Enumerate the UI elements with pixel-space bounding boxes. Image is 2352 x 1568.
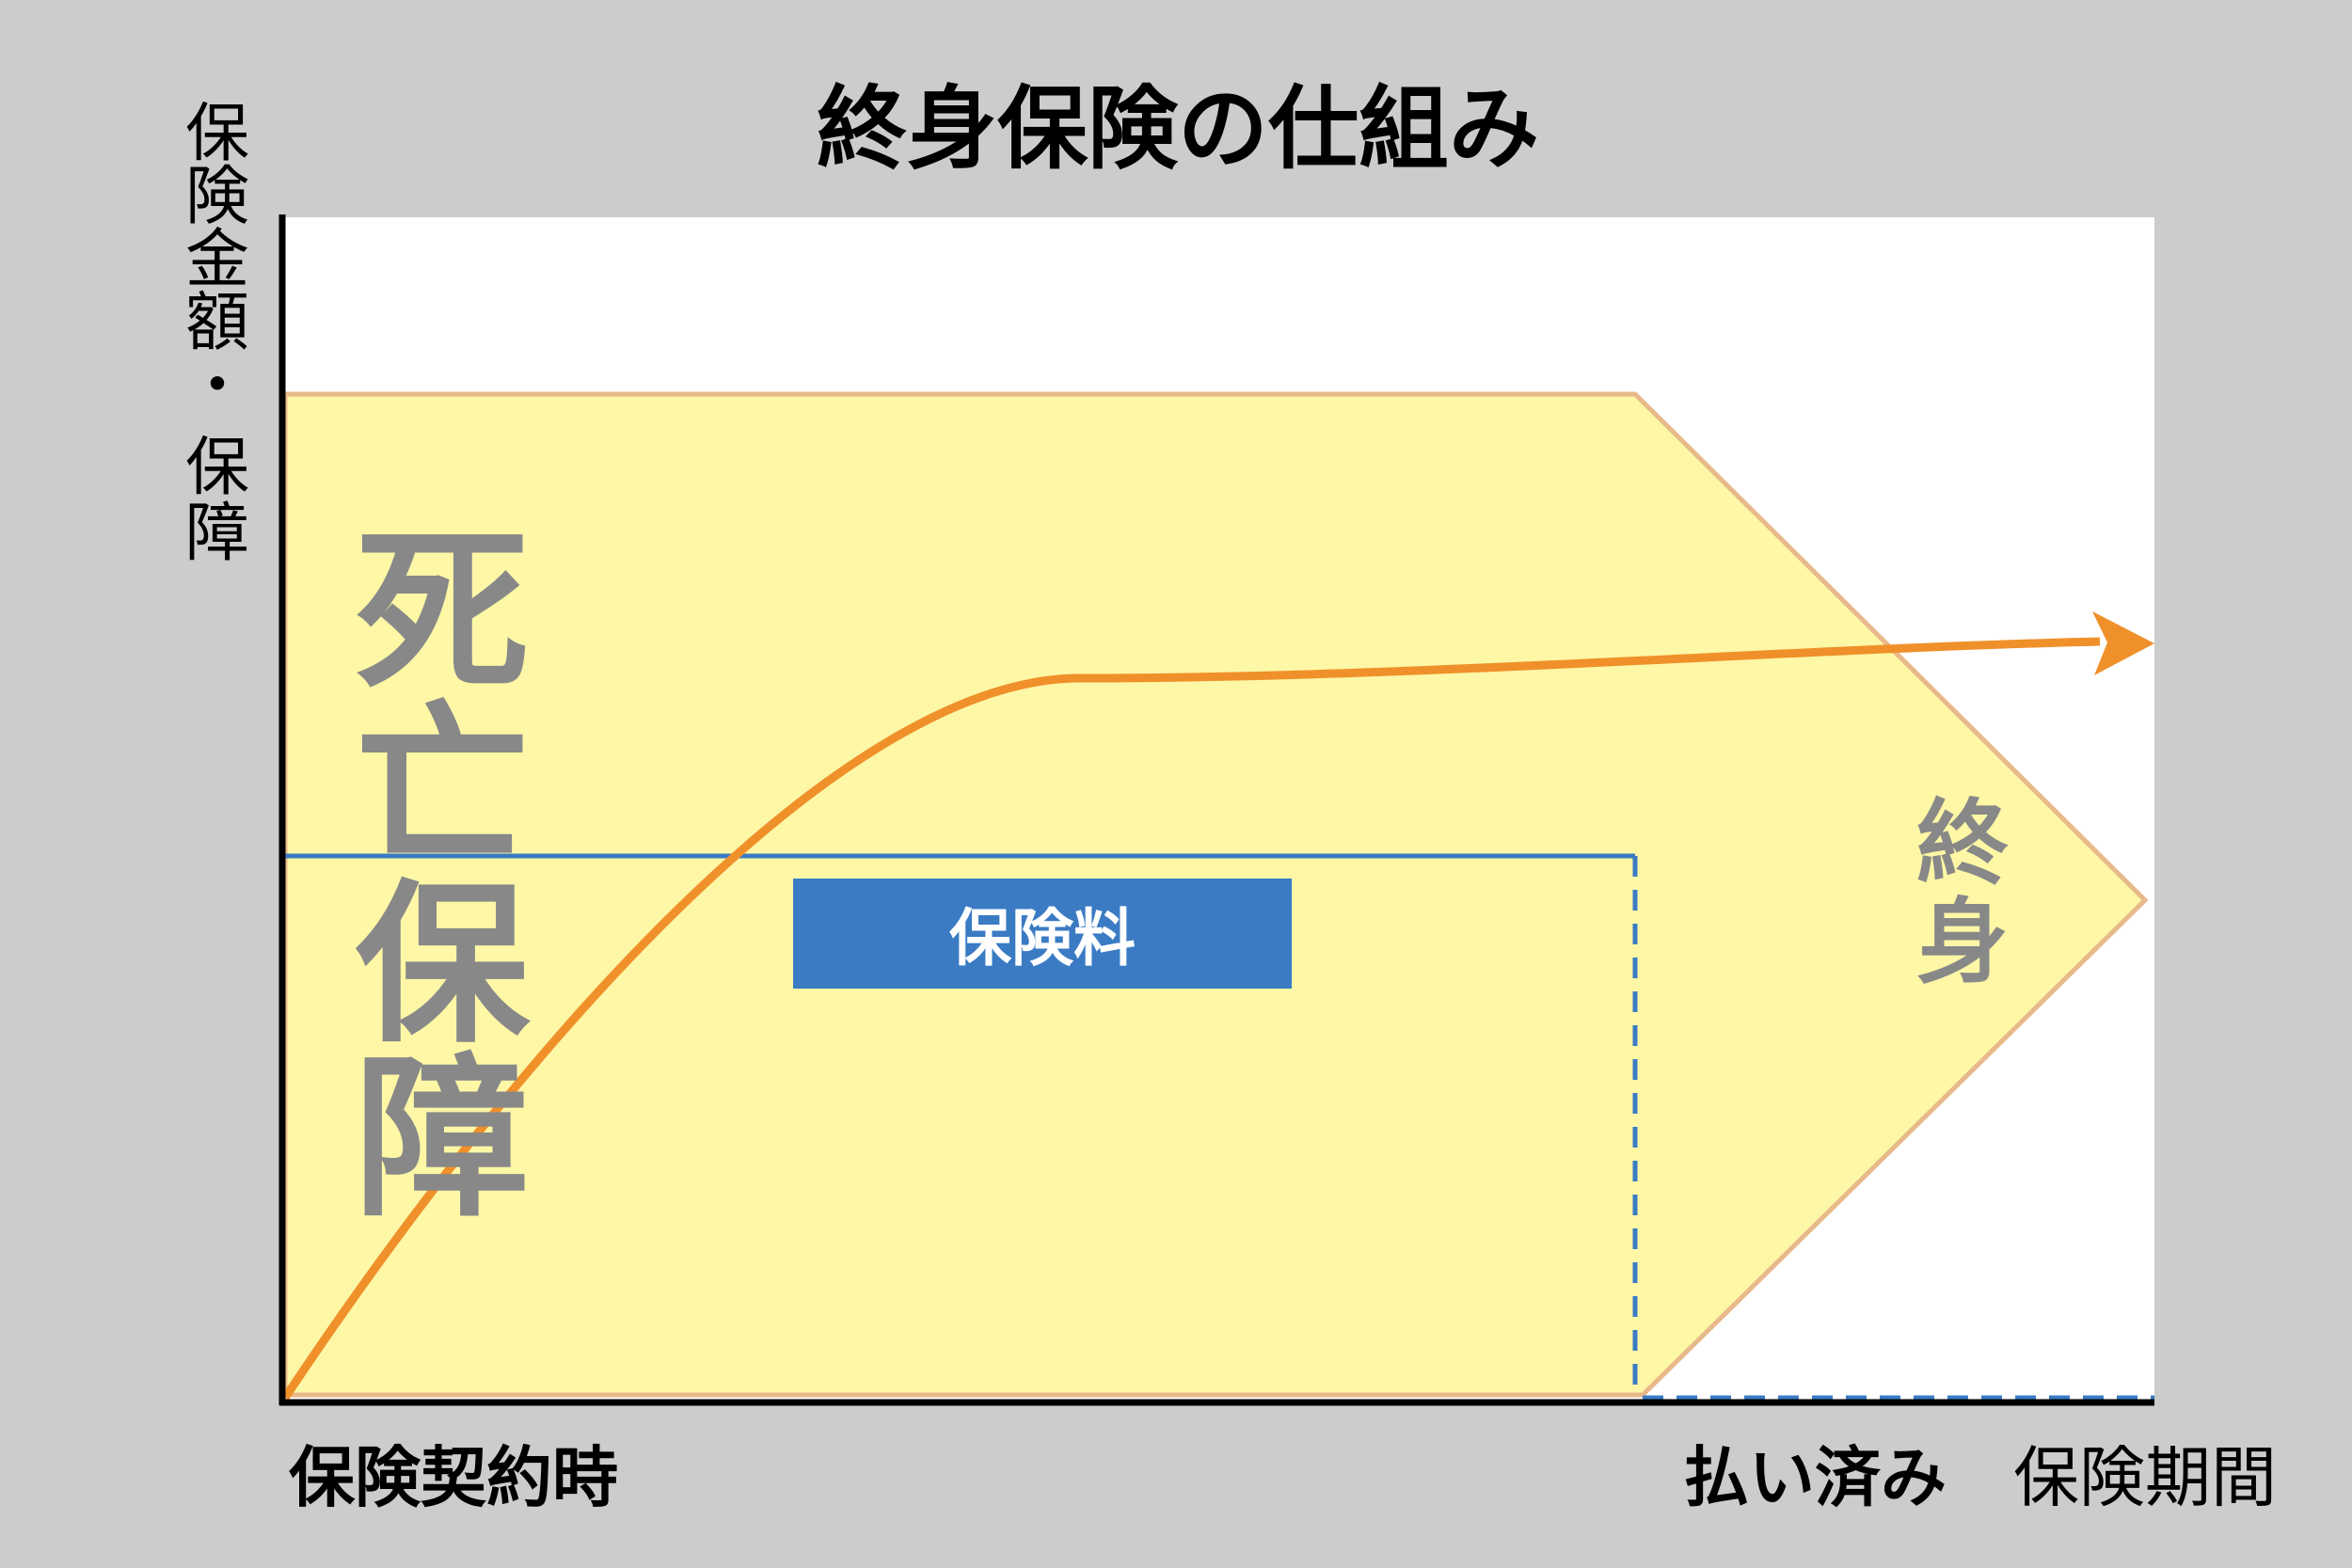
death-label-char: 障 — [356, 1037, 530, 1241]
y-label-char: 金 — [185, 223, 249, 297]
y-label-char: 額 — [185, 286, 249, 360]
lifetime-label-char: 身 — [1916, 889, 2009, 996]
death-label-char: 亡 — [356, 685, 530, 888]
arrow-head-icon — [2092, 611, 2154, 675]
death-benefit-label: 死 亡 保 障 — [356, 511, 532, 1241]
death-label-char: 死 — [356, 511, 530, 714]
y-label-char: 険 — [185, 160, 249, 234]
y-label-char: 障 — [185, 497, 249, 571]
cash-value-curve — [281, 637, 2101, 1401]
y-label-char: ・ — [185, 349, 249, 423]
x-axis-label: 保険期間 — [2013, 1439, 2277, 1516]
death-label-char: 保 — [356, 863, 532, 1067]
page-title: 終身保険の仕組み — [817, 76, 1539, 182]
lifetime-label: 終 身 — [1916, 790, 2009, 996]
contract-start-label: 保険契約時 — [289, 1439, 618, 1516]
premium-box — [793, 879, 1292, 989]
paid-up-label: 払い済み — [1683, 1439, 1947, 1516]
lifetime-label-char: 終 — [1916, 790, 2009, 897]
y-axis-label: 保 険 金 額 ・ 保 障 — [185, 97, 249, 571]
y-label-char: 保 — [185, 97, 249, 171]
y-label-char: 保 — [185, 431, 249, 505]
premium-label: 保険料 — [949, 902, 1136, 974]
